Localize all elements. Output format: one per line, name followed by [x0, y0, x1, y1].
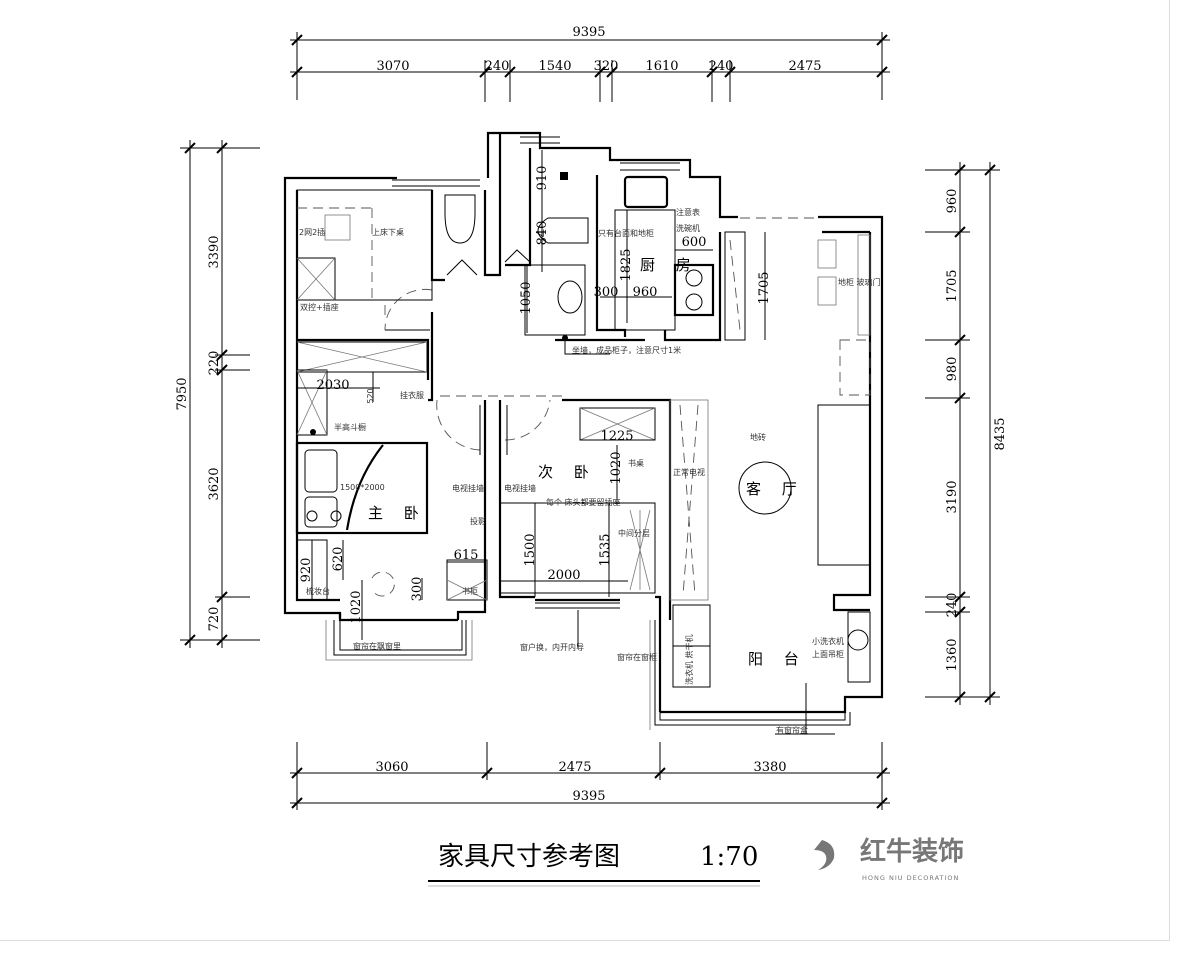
dim-left-3: 3620 — [207, 467, 222, 500]
dim-right-4: 3190 — [945, 480, 960, 513]
note-hang-clothes: 挂衣服 — [400, 390, 424, 400]
dim-960: 960 — [633, 285, 658, 300]
sheet-border-right — [1169, 0, 1170, 940]
room-master-bedroom: 主 卧 — [368, 504, 427, 522]
dim-top-7: 2475 — [788, 59, 821, 74]
inner-dimensions: 910 840 1050 300 960 1825 600 1705 2030 … — [297, 150, 772, 640]
dim-910: 910 — [535, 166, 550, 191]
dim-1020-bay: 1020 — [349, 590, 364, 623]
dim-620: 620 — [331, 547, 346, 572]
note-tv-wall-1: 电视挂墙 — [452, 483, 484, 493]
note-bookcase: 书柜 — [462, 586, 478, 596]
furniture — [295, 172, 871, 688]
top-dimension-segments: 3070 240 1540 320 1610 240 2475 — [290, 59, 890, 102]
sheet-border-bottom — [0, 940, 1170, 941]
dim-2030: 2030 — [316, 378, 349, 393]
note-half-chest: 半高斗橱 — [334, 422, 366, 432]
note-outlets: 2网2插 — [299, 227, 325, 237]
note-curtain-box: 有窗帘盒 — [776, 725, 808, 735]
dim-600: 600 — [682, 235, 707, 250]
dim-bottom-total: 9395 — [572, 789, 605, 804]
note-wall-cabinet: 坐墙，成品柜子，注意尺寸1米 — [572, 345, 681, 355]
note-window-change: 窗户换，内开内导 — [520, 642, 584, 652]
dim-top-6: 240 — [709, 59, 734, 74]
note-glass-door: 地柜 玻璃门 — [838, 277, 881, 287]
dim-top-1: 3070 — [376, 59, 409, 74]
bottom-dimensions: 3060 2475 3380 9395 — [290, 742, 890, 810]
note-normal-tv: 正常电视 — [673, 467, 705, 477]
note-washer-dryer: 洗衣机 烘干机 — [684, 634, 694, 685]
dim-1225: 1225 — [600, 429, 633, 444]
dim-bottom-1: 3060 — [375, 760, 408, 775]
logo-subtext: HONG NIU DECORATION — [862, 874, 959, 882]
company-logo: 红牛装饰 HONG NIU DECORATION — [814, 836, 964, 882]
drawing-title: 家具尺寸参考图 — [438, 842, 620, 872]
walls — [283, 131, 884, 714]
doors — [384, 217, 818, 455]
dim-left-2: 220 — [207, 351, 222, 376]
dim-left-1: 3390 — [207, 235, 222, 268]
annotations: 2网2插 上床下桌 双控+插座 挂衣服 半高斗橱 1500*2000 电视挂墙 … — [299, 207, 881, 735]
dim-1500: 1500 — [523, 533, 538, 566]
dim-top-3: 1540 — [538, 59, 571, 74]
dim-right-5: 240 — [945, 593, 960, 618]
top-dimension-total: 9395 — [290, 25, 890, 100]
dim-300-kitchen: 300 — [594, 285, 619, 300]
dim-top-total: 9395 — [572, 25, 605, 40]
note-dresser: 梳妆台 — [306, 586, 330, 596]
dim-right-3: 980 — [945, 357, 960, 382]
windows — [325, 136, 851, 730]
room-second-bedroom: 次 卧 — [538, 463, 597, 481]
logo-text: 红牛装饰 — [860, 836, 964, 867]
dim-bottom-2: 2475 — [558, 760, 591, 775]
note-bed-size: 1500*2000 — [340, 483, 385, 492]
note-loft-bed: 上床下桌 — [372, 227, 404, 237]
dim-2000: 2000 — [547, 568, 580, 583]
dim-right-1: 960 — [945, 189, 960, 214]
note-cabinet-above: 上面吊柜 — [812, 649, 844, 659]
dim-300-bedroom: 300 — [410, 577, 425, 602]
dim-520: 520 — [366, 388, 375, 403]
room-living: 客 厅 — [746, 480, 805, 498]
dim-840: 840 — [535, 221, 550, 246]
note-desk: 书桌 — [628, 458, 644, 468]
dim-1825: 1825 — [619, 248, 634, 281]
left-dimensions: 7950 3390 220 3620 720 — [175, 140, 260, 648]
note-dishwasher: 洗碗机 — [676, 223, 700, 233]
room-labels: 主 卧 次 卧 厨 房 客 厅 阳 台 — [368, 256, 807, 668]
note-meter: 注意表 — [676, 207, 700, 217]
room-kitchen: 厨 房 — [640, 256, 699, 274]
dim-1050: 1050 — [519, 281, 534, 314]
drawing-scale: 1:70 — [700, 842, 758, 872]
right-dimensions: 8435 960 1705 980 3190 240 1360 — [925, 162, 1008, 705]
dim-left-total: 7950 — [175, 377, 190, 410]
dim-right-2: 1705 — [945, 269, 960, 302]
dim-1535: 1535 — [598, 533, 613, 566]
logo-mark-icon — [814, 840, 835, 870]
note-counter-only: 只有台面和地柜 — [598, 228, 654, 238]
dim-top-4: 320 — [594, 59, 619, 74]
note-tile: 地砖 — [750, 432, 766, 442]
note-curtain-bay: 窗帘在飘窗里 — [353, 641, 401, 651]
note-projector: 投影 — [470, 516, 486, 526]
dim-left-4: 720 — [207, 607, 222, 632]
note-washer-small: 小洗衣机 — [812, 636, 844, 646]
room-balcony: 阳 台 — [748, 650, 807, 668]
dim-1020-desk: 1020 — [609, 451, 624, 484]
drawing-footer: 家具尺寸参考图 1:70 — [428, 842, 760, 887]
note-bedside: 每个 床头都要留插座 — [546, 497, 621, 507]
note-middle: 中间分层 — [618, 528, 650, 538]
note-tv-wall-2: 电视挂墙 — [504, 483, 536, 493]
dim-1705: 1705 — [757, 271, 772, 304]
note-curtain-frame: 窗帘在窗框 — [617, 652, 657, 662]
dim-615: 615 — [454, 548, 479, 563]
note-dual-switch: 双控+插座 — [300, 302, 339, 312]
dim-right-6: 1360 — [945, 638, 960, 671]
dim-top-2: 240 — [485, 59, 510, 74]
dim-920: 920 — [299, 558, 314, 583]
dim-top-5: 1610 — [645, 59, 678, 74]
dim-bottom-3: 3380 — [753, 760, 786, 775]
dim-right-total: 8435 — [993, 417, 1008, 450]
